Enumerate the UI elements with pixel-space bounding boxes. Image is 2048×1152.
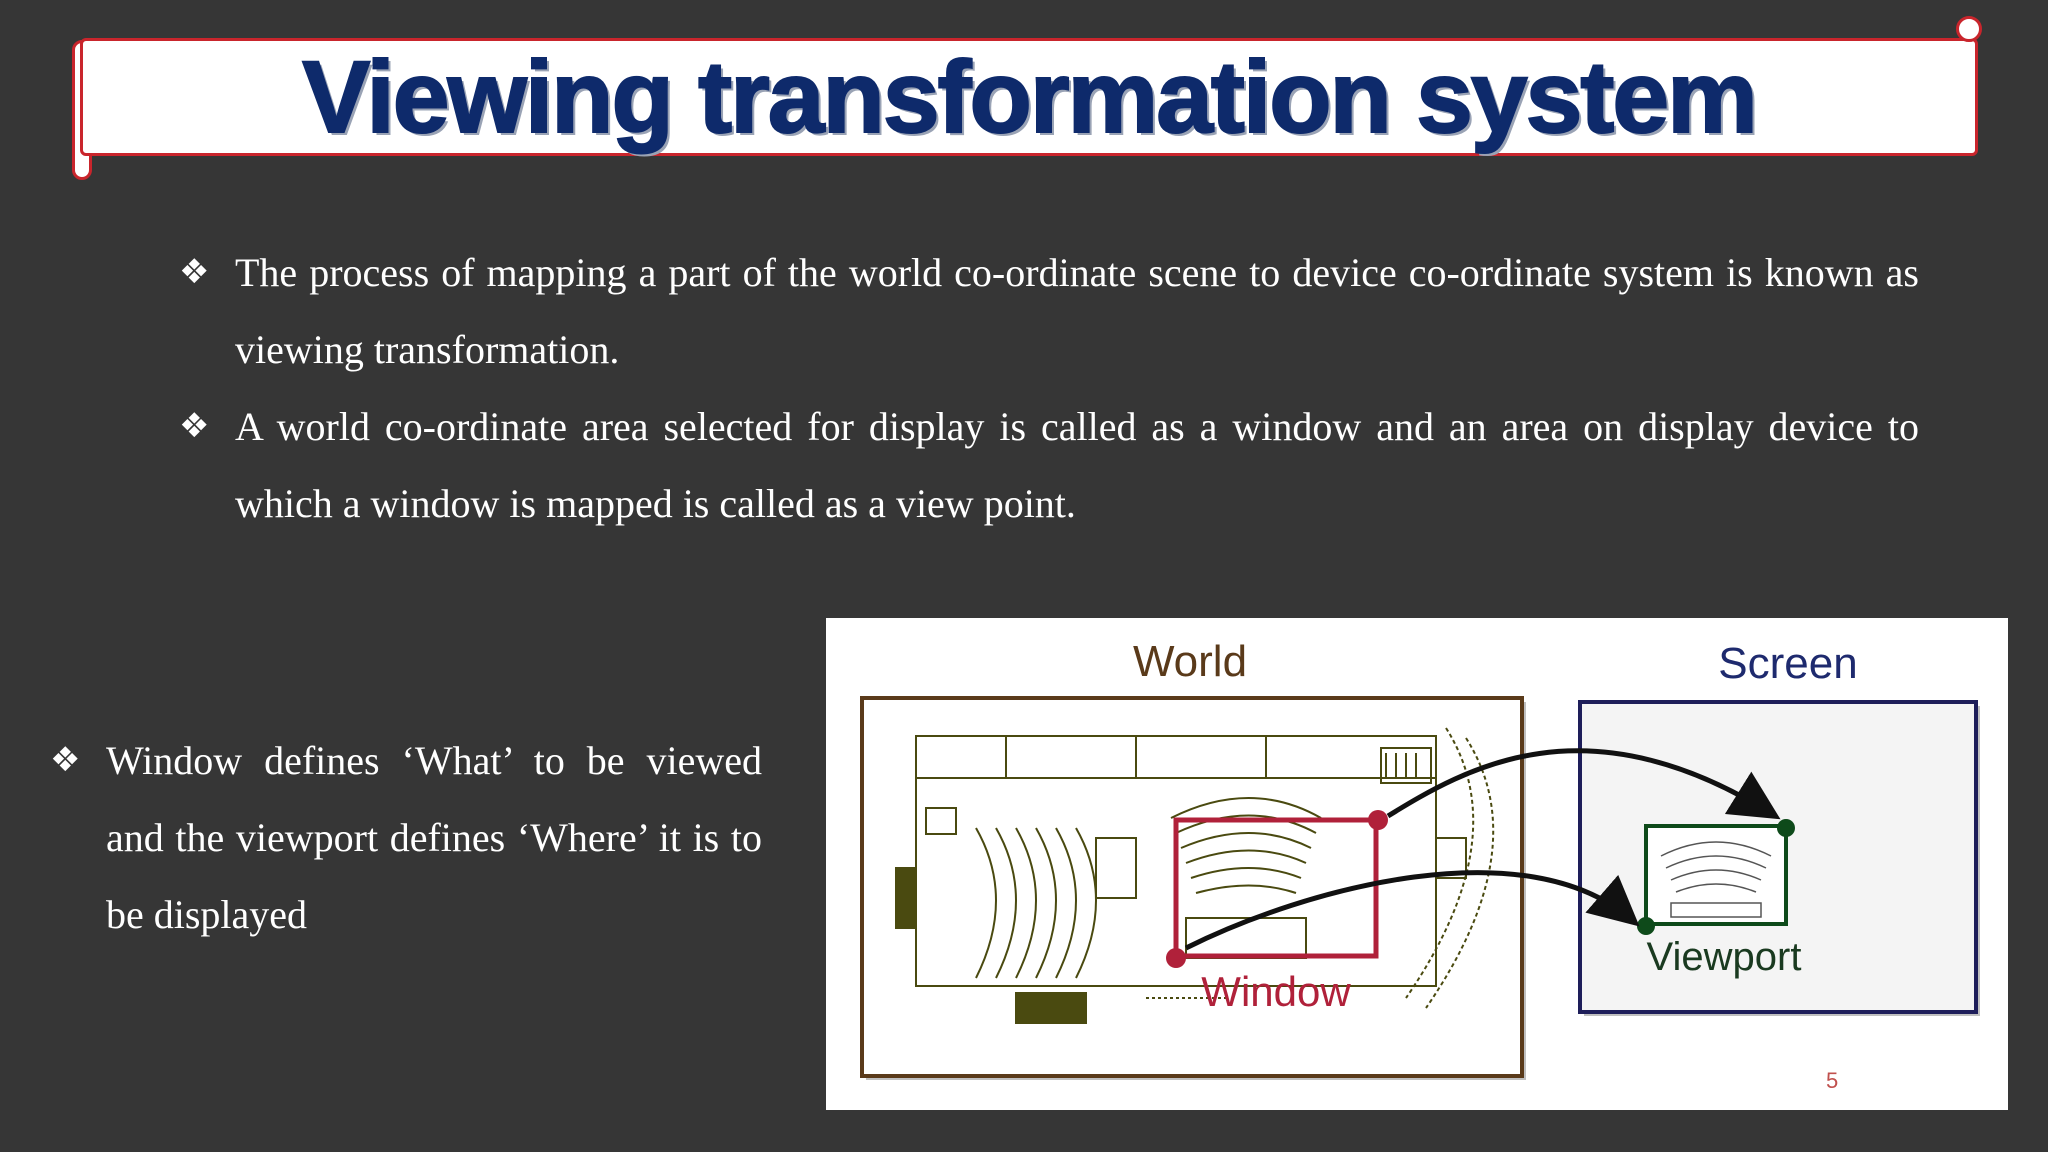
- world-label: World: [1133, 637, 1247, 686]
- bullet-item: ❖ The process of mapping a part of the w…: [179, 234, 1919, 388]
- window-frame: [1173, 817, 1379, 959]
- title-banner: [80, 38, 1978, 156]
- viewport-label: Viewport: [1647, 935, 1802, 979]
- window-corner-bottom-left: [1166, 948, 1186, 968]
- mapping-arrow-bottom: [1184, 870, 1640, 951]
- viewport-frame: [1644, 824, 1788, 926]
- world-frame: [860, 696, 1526, 1080]
- page-number: 5: [1826, 1068, 1839, 1093]
- bullet-item: ❖ A world co-ordinate area selected for …: [179, 388, 1919, 542]
- bullet-text: The process of mapping a part of the wor…: [235, 250, 1919, 372]
- bullet-item: ❖ Window defines ‘What’ to be viewed and…: [50, 722, 762, 953]
- bullet-text: Window defines ‘What’ to be viewed and t…: [106, 738, 762, 937]
- title-scroll-curl-right: [1956, 16, 1982, 42]
- window-viewport-diagram: World: [826, 618, 2008, 1110]
- slide-title: Viewing transformation system: [301, 39, 1759, 155]
- screen-label: Screen: [1718, 639, 1857, 688]
- window-corner-top-right: [1368, 810, 1388, 830]
- viewport-floorplan-thumbnail: [1660, 841, 1772, 918]
- viewport-corner-top-right: [1777, 819, 1795, 837]
- bullet-diamond-icon: ❖: [179, 252, 210, 292]
- bullet-diamond-icon: ❖: [50, 740, 81, 780]
- mapping-arrow-top: [1386, 748, 1781, 820]
- window-label: Window: [1201, 968, 1351, 1015]
- bullet-text: A world co-ordinate area selected for di…: [235, 404, 1919, 526]
- viewport-corner-bottom-left: [1637, 917, 1655, 935]
- bullet-diamond-icon: ❖: [179, 406, 210, 446]
